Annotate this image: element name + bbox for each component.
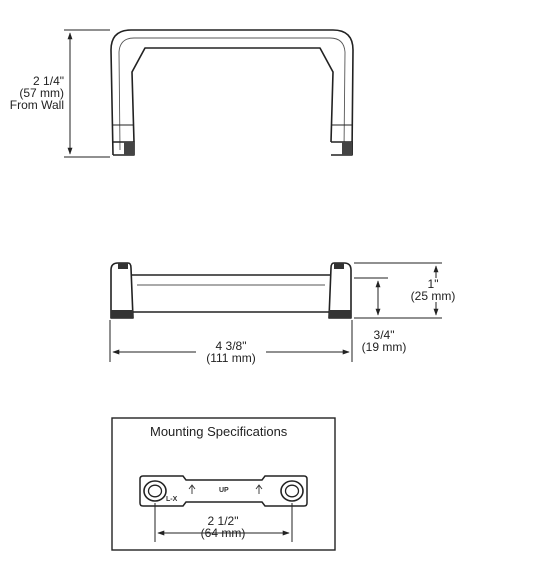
- mounting-hole-left: [143, 480, 167, 502]
- inner-height-mm: (19 mm): [361, 340, 407, 354]
- up-arrow-icon: [255, 484, 263, 494]
- width-mm: (111 mm): [206, 351, 256, 365]
- depth-from-wall: From Wall: [9, 98, 64, 112]
- spacing-mm: (64 mm): [200, 526, 246, 540]
- spacing-inches: 2 1/2": [207, 514, 239, 528]
- spacing-dimension: [154, 503, 293, 542]
- height-inches: 1": [427, 277, 439, 291]
- plate-label-center: UP: [219, 487, 229, 494]
- inner-height-label: 3/4" (19 mm): [352, 329, 416, 353]
- up-arrow-icon: [188, 484, 196, 494]
- mounting-title: Mounting Specifications: [150, 424, 288, 439]
- mounting-box: [111, 417, 336, 551]
- mounting-hole-right: [280, 480, 304, 502]
- height-mm: (25 mm): [410, 289, 456, 303]
- height-label: 1" (25 mm): [400, 278, 466, 302]
- top-view-handle: [110, 29, 354, 156]
- width-label: 4 3/8" (111 mm): [196, 340, 266, 364]
- mounting-plate: [139, 475, 308, 507]
- front-view-handle: [110, 262, 352, 319]
- depth-label: 2 1/4" (57 mm) From Wall: [0, 75, 64, 111]
- inner-height-dimension: [354, 277, 388, 316]
- depth-inches: 2 1/4": [33, 74, 64, 88]
- width-inches: 4 3/8": [215, 339, 247, 353]
- spacing-label: 2 1/2" (64 mm): [188, 515, 258, 539]
- depth-mm: (57 mm): [19, 86, 64, 100]
- inner-height-inches: 3/4": [373, 328, 395, 342]
- depth-dimension: [64, 29, 110, 158]
- plate-label-left: L-X: [166, 496, 178, 503]
